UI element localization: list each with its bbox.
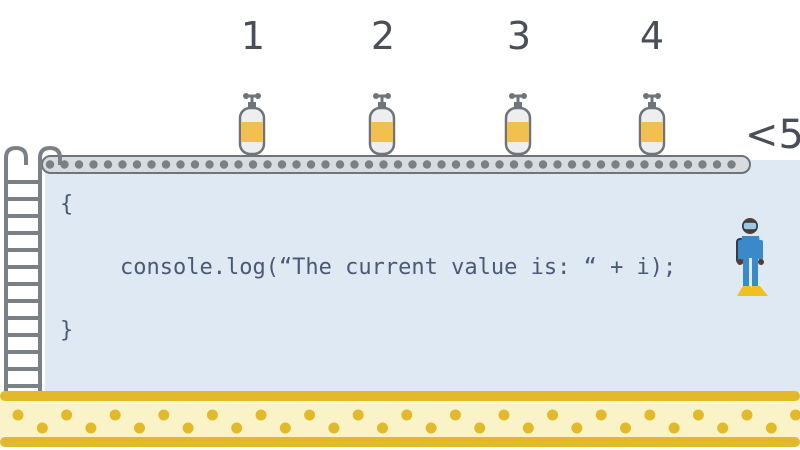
counter-value-4: 4 [639,14,665,58]
conveyor-belt-icon [41,155,751,174]
pool-water [45,160,800,392]
counter-value-1: 1 [240,14,266,58]
air-tank-icon [238,93,266,156]
air-tank-icon [504,93,532,156]
ladder-icon [4,145,62,392]
counter-value-3: 3 [506,14,532,58]
code-open-brace: { [60,192,74,217]
code-statement: console.log(“The current value is: “ + i… [120,255,677,280]
counter-value-2: 2 [370,14,396,58]
sand-floor [0,391,800,447]
air-tank-icon [638,93,666,156]
code-close-brace: } [60,318,74,343]
air-tank-icon [368,93,396,156]
loop-limit-label: <5 [745,112,800,158]
diver-icon [736,218,768,296]
